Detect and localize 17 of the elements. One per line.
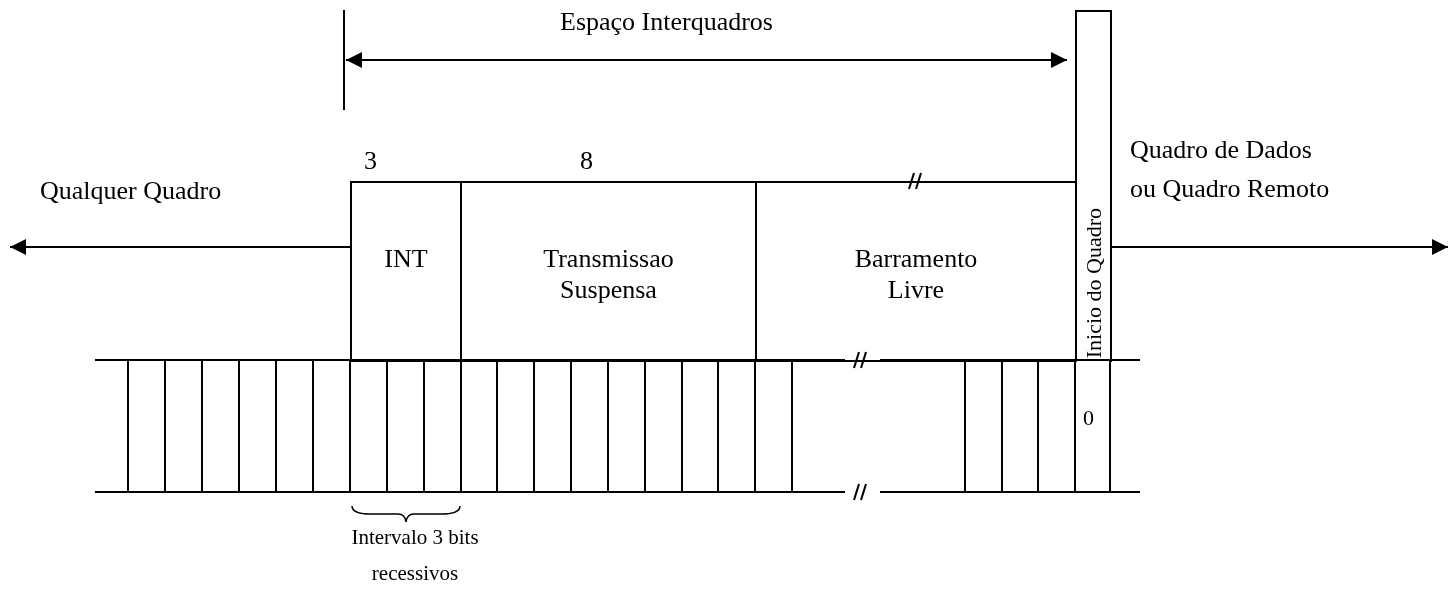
dimension-label: Espaço Interquadros: [560, 6, 773, 38]
vertical-field-box: [1075, 10, 1112, 362]
bit-count: 8: [580, 145, 593, 177]
field-name: Transmissao Suspensa: [542, 243, 675, 306]
bit-count: 3: [364, 145, 377, 177]
field-box: [460, 181, 757, 362]
edge-label: Qualquer Quadro: [40, 175, 222, 207]
note-text: Intervalo 3 bits recessivos: [350, 524, 480, 587]
field-name: INT: [384, 243, 428, 275]
field-box: [755, 181, 1077, 362]
bit-value: 0: [1083, 405, 1094, 432]
arrow: [9, 239, 351, 255]
field-box: [350, 181, 462, 362]
field-name: Barramento Livre: [853, 243, 979, 306]
field-name: Inicio do Quadro: [1082, 207, 1105, 358]
edge-label: Quadro de Dados ou Quadro Remoto: [1130, 134, 1330, 205]
arrow: [1111, 239, 1449, 255]
